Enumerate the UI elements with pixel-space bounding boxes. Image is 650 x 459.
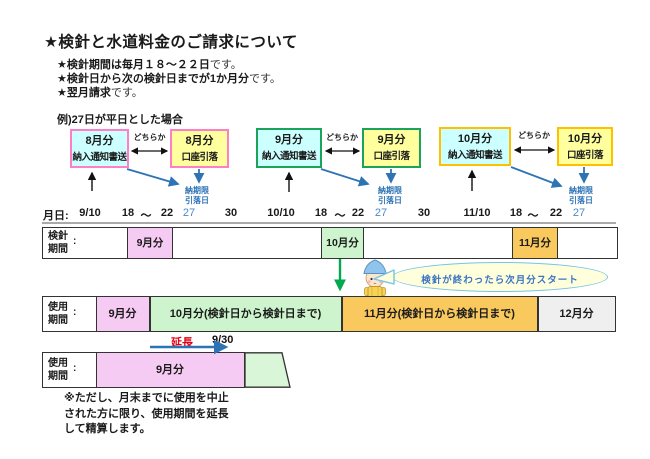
debit-box-label: 口座引落 bbox=[566, 150, 604, 161]
reading-box-october: 10月分 bbox=[321, 226, 364, 259]
row-label-line2: 期間 bbox=[48, 371, 68, 382]
debit-box-august: 8月分 口座引落 bbox=[170, 129, 229, 168]
deadline-line2: 引落日 bbox=[569, 195, 593, 205]
deadline-line2: 引落日 bbox=[378, 195, 402, 205]
timeline-tick: 30 bbox=[417, 207, 431, 219]
notice-to-deadline-arrow bbox=[126, 168, 180, 187]
debit-box-october: 10月分 口座引落 bbox=[557, 127, 613, 166]
row-label-line1: 使用 bbox=[48, 358, 68, 369]
timeline-tick: 18 bbox=[509, 207, 523, 219]
deadline-label: 納期限 引落日 bbox=[368, 186, 412, 205]
timeline-tick-deadline: 27 bbox=[572, 207, 586, 219]
debit-box-september: 9月分 口座引落 bbox=[362, 128, 421, 168]
either-label: どちらか bbox=[133, 133, 166, 142]
timeline-tick: 11/10 bbox=[463, 207, 491, 219]
reading-box-november: 11月分 bbox=[512, 226, 558, 259]
usage-period-row-extended: 使用 期間 : 9月分 bbox=[42, 351, 245, 388]
notice-box-month: 8月分 bbox=[85, 135, 114, 147]
bullet-suffix: です。 bbox=[110, 87, 143, 99]
row-label: 使用 期間 bbox=[48, 301, 68, 327]
row-colon: : bbox=[73, 307, 77, 318]
notice-box-month: 9月分 bbox=[274, 134, 304, 146]
deadline-label: 納期限 引落日 bbox=[175, 186, 219, 205]
row-colon: : bbox=[73, 363, 77, 374]
usage-box-october: 10月分(検針日から検針日まで) bbox=[149, 295, 342, 332]
reading-period-row: 検針 期間 : 9月分 10月分 11月分 bbox=[42, 226, 618, 259]
either-label: どちらか bbox=[518, 131, 550, 140]
either-label: どちらか bbox=[326, 133, 358, 142]
row-label-line2: 期間 bbox=[48, 315, 68, 326]
notice-box-month: 10月分 bbox=[457, 133, 493, 145]
bullet-text: ★翌月請求 bbox=[57, 87, 111, 99]
deadline-line1: 納期限 bbox=[185, 186, 209, 195]
bullet-text: ★検針日から次の検針日までが1か月分 bbox=[57, 73, 249, 85]
timeline-tick: 18 bbox=[314, 207, 328, 219]
footnote: ※ただし、月末までに使用を中止 された方に限り、使用期間を延長 して精算します。 bbox=[64, 391, 229, 438]
debit-box-month: 10月分 bbox=[567, 133, 603, 145]
debit-box-month: 9月分 bbox=[377, 134, 406, 146]
timeline-tick: 22 bbox=[160, 207, 174, 219]
notice-box-october: 10月分 納入通知書送 bbox=[439, 127, 511, 166]
usage-box-november: 11月分(検針日から検針日まで) bbox=[341, 295, 538, 332]
bullet-item: ★検針期間は毎月１８～２２日です。 bbox=[57, 56, 242, 72]
row-label: 検針 期間 bbox=[48, 230, 68, 256]
row-label-line1: 使用 bbox=[48, 302, 68, 313]
notice-box-label: 納入通知書送 bbox=[72, 152, 127, 163]
timeline-tick: ～ bbox=[334, 210, 346, 222]
row-label: 使用 期間 bbox=[48, 357, 68, 383]
notice-box-august: 8月分 納入通知書送 bbox=[70, 129, 129, 168]
bullet-item: ★検針日から次の検針日までが1か月分です。 bbox=[57, 70, 281, 86]
debit-box-label: 口座引落 bbox=[373, 151, 410, 162]
debit-box-label: 口座引落 bbox=[181, 152, 218, 163]
timeline-tick: 22 bbox=[549, 207, 563, 219]
deadline-line2: 引落日 bbox=[185, 195, 209, 205]
callout-bubble bbox=[392, 262, 608, 292]
deadline-line1: 納期限 bbox=[378, 186, 402, 195]
timeline-tick: 10/10 bbox=[267, 207, 295, 219]
row-label-line1: 検針 bbox=[48, 231, 68, 242]
bullet-item: ★翌月請求です。 bbox=[57, 84, 143, 100]
footnote-line: された方に限り、使用期間を延長 bbox=[64, 407, 229, 420]
example-label: 例)27日が平日とした場合 bbox=[57, 114, 183, 126]
usage-box-september: 9月分 bbox=[95, 295, 150, 332]
footnote-line: して精算します。 bbox=[64, 423, 151, 435]
row-colon: : bbox=[73, 236, 77, 247]
usage-continues-shape bbox=[244, 352, 291, 388]
timeline-tick: ～ bbox=[527, 210, 539, 222]
timeline-tick-deadline: 27 bbox=[374, 207, 388, 219]
bullet-text: ★検針期間は毎月１８～２２日 bbox=[57, 59, 210, 71]
debit-box-month: 8月分 bbox=[185, 135, 214, 147]
extension-label: 延長 bbox=[171, 337, 193, 349]
notice-box-label: 納入通知書送 bbox=[447, 150, 503, 161]
timeline-label: 月日: bbox=[43, 210, 69, 222]
notice-to-deadline-arrow bbox=[320, 168, 370, 187]
timeline-tick: ～ bbox=[140, 210, 152, 222]
notice-to-deadline-arrow bbox=[510, 166, 563, 188]
usage-box-december: 12月分 bbox=[537, 295, 616, 332]
page-title: ★検針と水道料金のご請求について bbox=[44, 34, 298, 51]
row-label-line2: 期間 bbox=[48, 244, 68, 255]
usage-extended-box-september: 9月分 bbox=[95, 351, 245, 388]
reading-box-september: 9月分 bbox=[127, 226, 173, 259]
callout-text: 検針が終わったら次月分スタート bbox=[421, 275, 579, 286]
notice-box-september: 9月分 納入通知書送 bbox=[256, 128, 322, 168]
usage-period-row: 使用 期間 : 9月分 10月分(検針日から検針日まで) 11月分(検針日から検… bbox=[42, 295, 616, 332]
timeline-tick: 18 bbox=[121, 207, 135, 219]
timeline-tick-deadline: 27 bbox=[182, 207, 196, 219]
bullet-suffix: です。 bbox=[209, 59, 242, 71]
timeline-tick: 22 bbox=[351, 207, 365, 219]
deadline-line1: 納期限 bbox=[569, 186, 593, 195]
footnote-line: ※ただし、月末までに使用を中止 bbox=[64, 392, 229, 404]
timeline-tick: 30 bbox=[224, 207, 238, 219]
notice-box-label: 納入通知書送 bbox=[261, 151, 317, 162]
bullet-suffix: です。 bbox=[248, 73, 281, 85]
timeline-tick: 9/10 bbox=[79, 207, 101, 219]
deadline-label: 納期限 引落日 bbox=[559, 186, 603, 205]
extension-date: 9/30 bbox=[212, 334, 234, 346]
